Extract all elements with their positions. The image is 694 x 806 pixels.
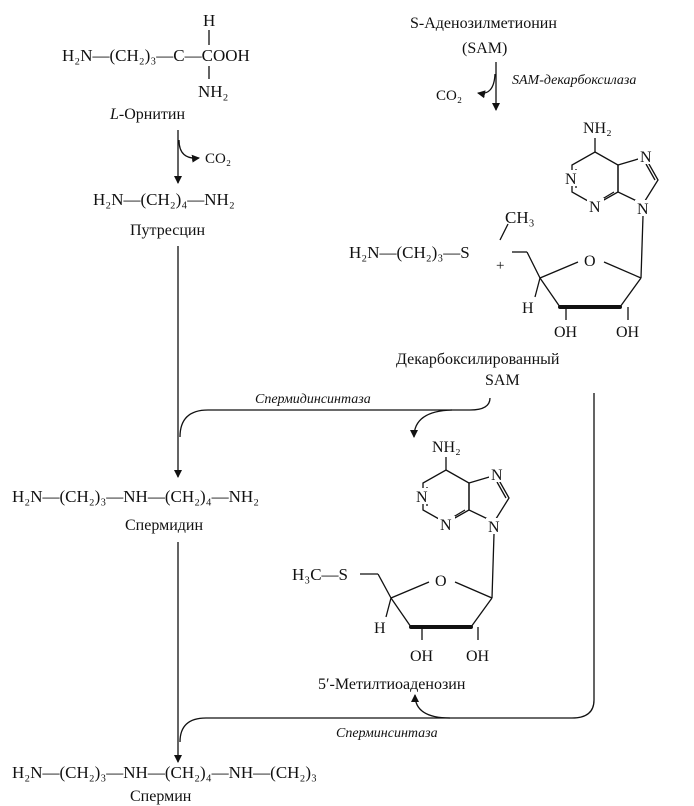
sam-name: S-Аденозилметионин [410, 15, 557, 32]
atom-bg [486, 518, 503, 534]
bond [496, 481, 507, 499]
mta-chain: H₃C—S [292, 565, 348, 584]
ornithine-name: L-Орнитин [109, 106, 185, 123]
mta-imidazole-ring [468, 474, 510, 523]
dcsam-oh-3: OH [616, 324, 640, 341]
mta-oh-2: OH [410, 648, 434, 665]
ornithine-name-l: L [109, 106, 119, 123]
bond [640, 215, 644, 279]
ornithine-alpha-h: H [203, 11, 215, 30]
bond [603, 261, 642, 279]
ornithine-alpha-nh2: NH₂ [198, 82, 228, 101]
mta-oh-3: OH [466, 648, 490, 665]
ornithine: H₂N—(CH₂)₃—C—COOH H NH₂ L-Орнитин [62, 11, 250, 123]
co2-label-1: CO₂ [205, 151, 231, 167]
mta-ring-o: O [435, 573, 447, 590]
arrow-spermidine-synthase [179, 397, 491, 438]
dcsam-n1: N [565, 171, 577, 188]
dcsam-n3: N [589, 199, 601, 216]
putrescine-name: Путресцин [130, 222, 205, 239]
mta-n9: N [488, 519, 500, 536]
bond [539, 277, 561, 308]
bond [491, 533, 495, 599]
spermine-name: Спермин [130, 788, 192, 805]
bond [390, 597, 412, 628]
bond [645, 163, 656, 181]
dcsam-name-line2: SAM [485, 372, 520, 389]
dcsam-nh2: NH₂ [583, 120, 612, 137]
atom-bg [414, 488, 431, 504]
enzyme-spermidine-synthase: Спермидинсинтаза [255, 392, 371, 407]
dcsam-charge: + [496, 258, 504, 274]
bond [499, 223, 509, 241]
mta-h: H [374, 620, 386, 637]
bond [377, 573, 392, 599]
atom-bg [638, 148, 655, 164]
dcsam-n7: N [640, 149, 652, 166]
sam-abbr: (SAM) [462, 40, 507, 57]
arrow-co2-release-2 [477, 73, 496, 99]
ornithine-name-rest: -Орнитин [119, 106, 186, 123]
arrow-to-mta-1 [410, 409, 453, 438]
atom-bg [431, 572, 453, 590]
atom-bg [563, 170, 580, 186]
bond [619, 277, 642, 308]
bond [470, 597, 493, 628]
mta-name: 5′-Метилтиоаденозин [318, 676, 466, 693]
dcsam-name-line1: Декарбоксилированный [396, 351, 560, 368]
dcsam-h: H [522, 300, 534, 317]
mta-n1: N [416, 489, 428, 506]
atom-bg [587, 198, 604, 214]
enzyme-sam-decarboxylase: SAM-декарбоксилаза [512, 73, 636, 88]
atom-bg [438, 516, 455, 532]
bond [385, 597, 392, 618]
bond [534, 277, 541, 298]
enzyme-spermine-synthase: Сперминсинтаза [336, 726, 438, 741]
bond [454, 581, 493, 599]
atom-bg [635, 200, 652, 216]
spermine-formula: H₂N—(CH₂)₃—NH—(CH₂)₄—NH—(CH₂)₃ [12, 763, 317, 782]
bond [390, 581, 430, 599]
mta-n3: N [440, 517, 452, 534]
spermidine-name: Спермидин [125, 517, 203, 534]
mta-n7: N [491, 467, 503, 484]
spermidine-formula: H₂N—(CH₂)₃—NH—(CH₂)₄—NH₂ [12, 487, 259, 506]
methylthioadenosine-structure: NH₂ N N N N O OH OH H H₃C—S [292, 439, 510, 665]
mta-nh2: NH₂ [432, 439, 461, 456]
atom-bg [580, 252, 602, 270]
dcsam-chain: H₂N—(CH₂)₃—S [349, 243, 470, 262]
dcsam-oh-2: OH [554, 324, 578, 341]
arrow-co2-release-1 [178, 139, 200, 163]
ornithine-formula: H₂N—(CH₂)₃—C—COOH [62, 46, 250, 65]
co2-label-2: CO₂ [436, 88, 462, 104]
dcsam-imidazole-ring [617, 156, 659, 205]
bond [526, 251, 541, 279]
atom-bg [489, 466, 506, 482]
dcsam-n9: N [637, 201, 649, 218]
arrow-to-mta-2 [411, 694, 451, 719]
dcsam-methyl: CH₃ [505, 208, 535, 227]
bond [539, 261, 579, 279]
arrow-spermine-synthase [179, 393, 595, 743]
dcsam-ring-o: O [584, 253, 596, 270]
decarboxylated-sam-structure: NH₂ N N N N O OH OH H H₂N—(CH₂)₃—S [349, 120, 659, 341]
putrescine-formula: H₂N—(CH₂)₄—NH₂ [93, 190, 235, 209]
